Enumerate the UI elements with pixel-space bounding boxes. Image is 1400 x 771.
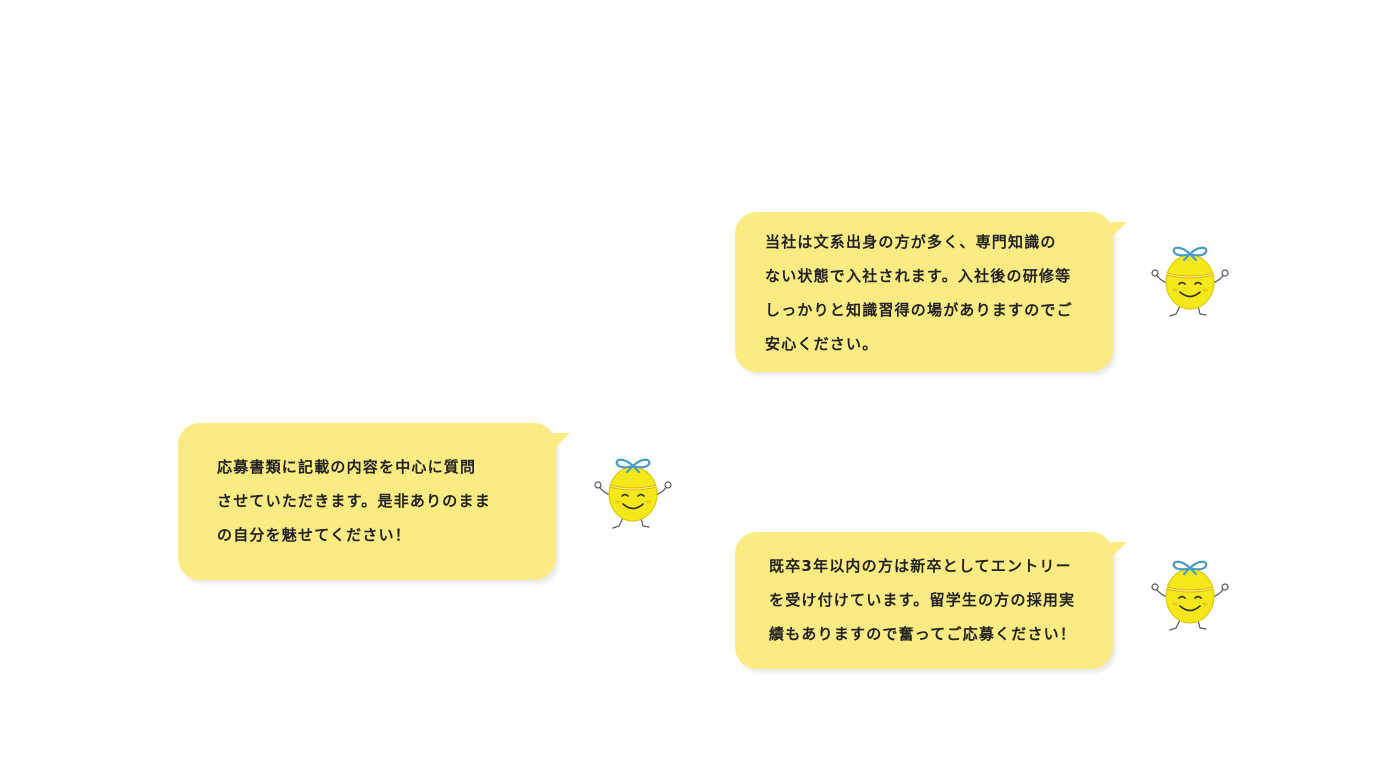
speech-bubble-training: 当社は文系出身の方が多く、専門知識の ない状態で入社されます。入社後の研修等 し… [735,212,1127,372]
smiling-yellow-ball-mascot-icon [1151,560,1229,631]
speech-bubble-text: 応募書類に記載の内容を中心に質問 させていただきます。是非ありのまま の自分を魅… [217,450,556,552]
bubble-text-line: ない状態で入社されます。入社後の研修等 [765,267,1072,285]
speech-bubble-interview: 応募書類に記載の内容を中心に質問 させていただきます。是非ありのまま の自分を魅… [178,423,570,580]
speech-bubble-text: 当社は文系出身の方が多く、専門知識の ない状態で入社されます。入社後の研修等 し… [765,225,1113,361]
bubble-text-line: 当社は文系出身の方が多く、専門知識の [765,233,1057,251]
bubble-text-line: 応募書類に記載の内容を中心に質問 [217,458,477,476]
speech-bubble-entry: 既卒3年以内の方は新卒としてエントリー を受け付けています。留学生の方の採用実 … [735,532,1127,669]
speech-bubble-tail [1111,222,1127,238]
bubble-text-line: させていただきます。是非ありのまま [217,492,491,510]
bubble-text-line: の自分を魅せてください！ [217,526,411,544]
bubble-text-line: 安心ください。 [765,335,879,353]
bubble-text-line: 績もありますので奮ってご応募ください！ [769,625,1077,643]
smiling-yellow-ball-mascot-icon [1151,246,1229,317]
smiling-yellow-ball-mascot-icon [594,458,672,529]
bubble-text-line: を受け付けています。留学生の方の採用実 [769,591,1076,609]
speech-bubble-text: 既卒3年以内の方は新卒としてエントリー を受け付けています。留学生の方の採用実 … [769,549,1113,651]
bubble-text-line: 既卒3年以内の方は新卒としてエントリー [769,557,1072,575]
speech-bubble-tail [1111,542,1127,558]
bubble-text-line: しっかりと知識習得の場がありますのでご [765,301,1073,319]
speech-bubble-tail [554,433,570,449]
